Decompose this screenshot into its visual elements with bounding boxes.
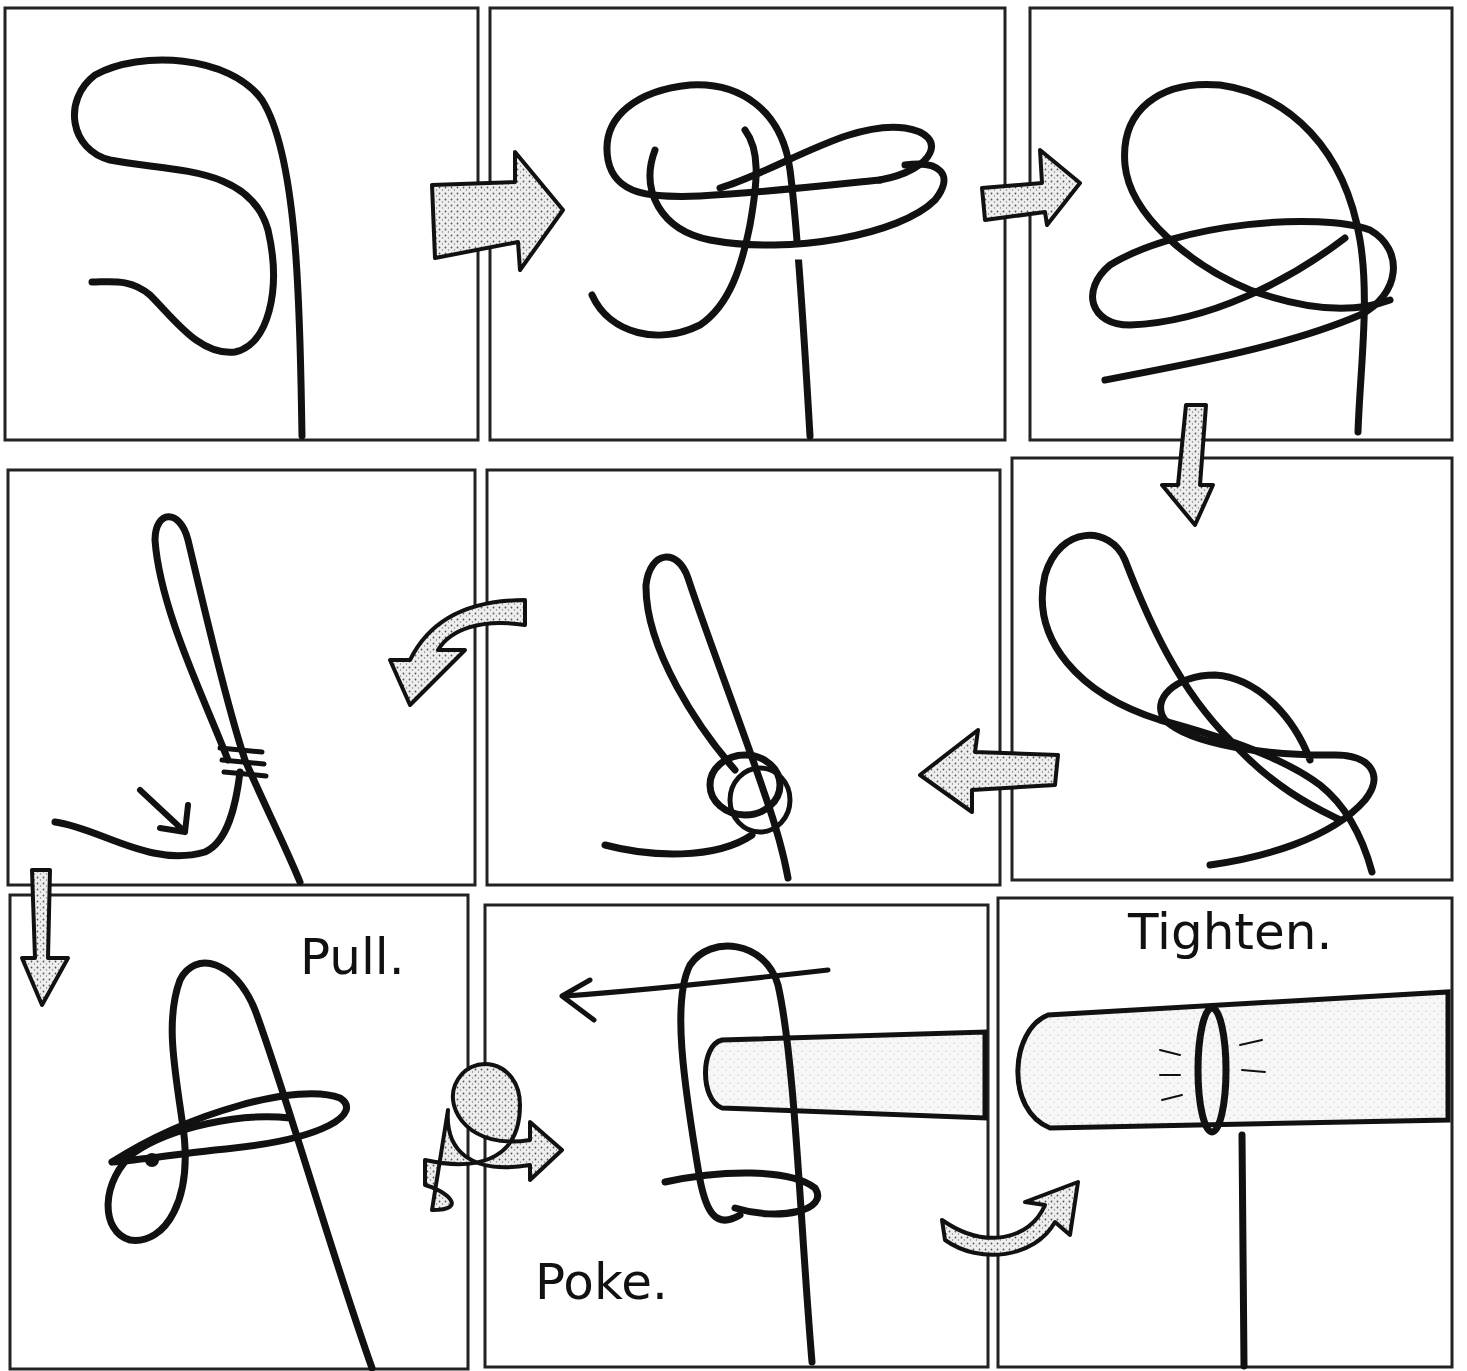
rope-step-3 (1093, 84, 1394, 432)
step-label: Pull. (300, 930, 405, 985)
rope-step-7 (108, 963, 372, 1368)
rope-step-5 (605, 557, 790, 878)
step-label-holder: Poke. (535, 1255, 668, 1310)
rope-step-2 (592, 85, 944, 436)
step-label-holder: Tighten. (1128, 905, 1332, 960)
step-label: Poke. (535, 1255, 668, 1310)
rope-step-4 (1042, 535, 1374, 872)
rope-step-6 (55, 517, 300, 882)
rope-step-9 (1018, 992, 1448, 1366)
panel-frames (5, 8, 1452, 1369)
step-label-holder: Pull. (300, 930, 405, 985)
rope-step-1 (74, 60, 302, 436)
step-arrows (22, 150, 1213, 1255)
step-label: Tighten. (1128, 905, 1332, 960)
